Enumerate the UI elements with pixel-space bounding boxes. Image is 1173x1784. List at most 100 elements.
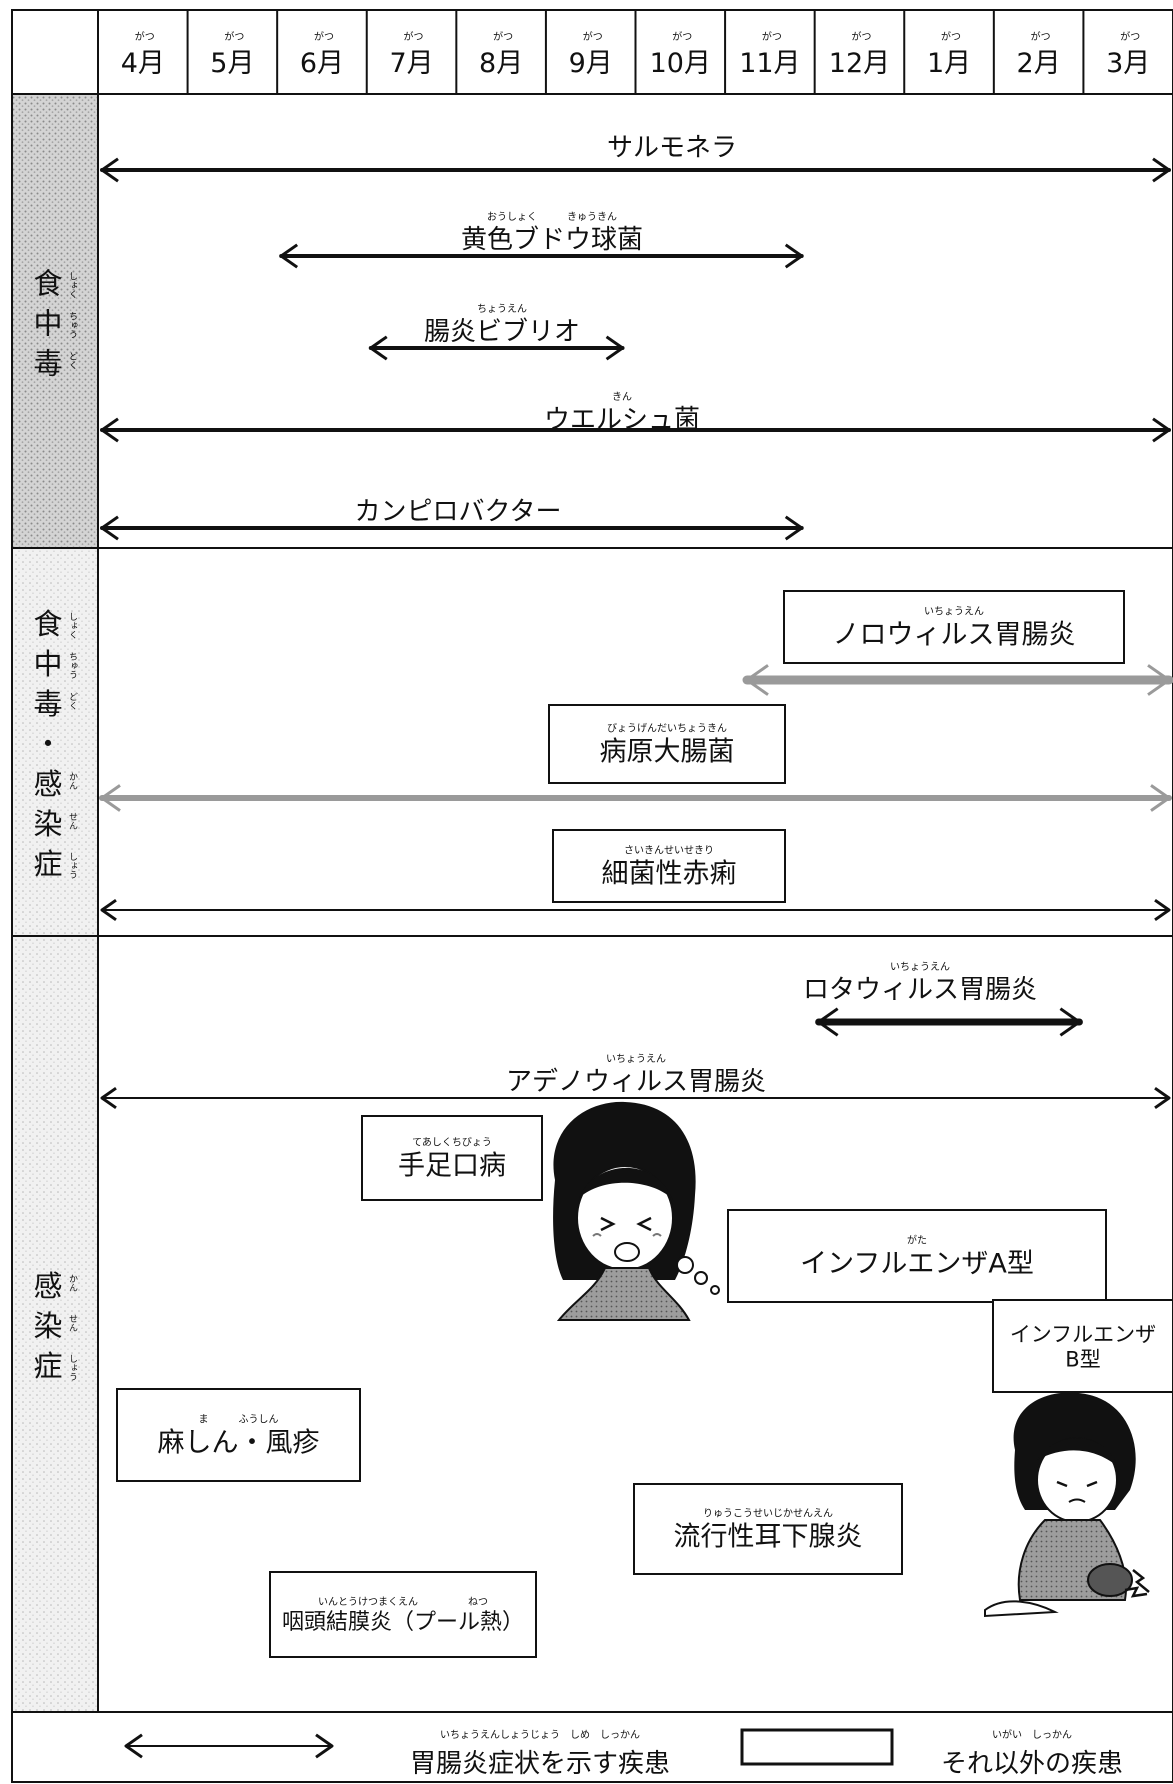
disease-ruby: いんとうけつまくえん ねつ: [318, 1596, 488, 1608]
category-bg-mixed: [12, 548, 98, 936]
arrow-7: [100, 898, 1171, 922]
month-label: 11月: [739, 48, 800, 79]
disease-name: 麻しん・風疹: [158, 1427, 320, 1458]
arrow-8: [815, 1007, 1083, 1037]
month-ruby: がつ: [762, 30, 782, 43]
month-label: 3月: [1106, 48, 1150, 79]
disease-box: [992, 1299, 1173, 1393]
month-ruby: がつ: [493, 30, 513, 43]
category-ruby: しょう: [67, 852, 77, 879]
category-char: 染: [33, 1309, 62, 1343]
disease-box: [361, 1115, 543, 1201]
month-label: 12月: [829, 48, 890, 79]
disease-ruby: がた: [907, 1233, 927, 1246]
category-ruby: ちゅう: [67, 652, 77, 679]
category-ruby: しょう: [67, 1354, 77, 1381]
disease-box: [548, 704, 786, 784]
arrow-6: [99, 784, 1172, 812]
category-char: 感: [33, 1269, 62, 1303]
category-column: 食しょく中ちゅう毒どく食しょく中ちゅう毒どく・感かん染せん症しょう感かん染せん症…: [33, 267, 77, 1384]
category-ruby: せん: [67, 1314, 78, 1332]
legend-arrow-ruby: いちょうえんしょうじょう しめ しっかん: [440, 1729, 640, 1741]
category-ruby: せん: [67, 812, 78, 830]
arrow-3: [100, 417, 1171, 443]
month-label: 4月: [121, 48, 165, 79]
disease-ruby: てあしくちびょう: [412, 1136, 492, 1148]
category-bg-food: [12, 94, 98, 548]
disease-name: サルモネラ: [607, 133, 737, 163]
arrow-1: [279, 243, 804, 269]
disease-box: [783, 590, 1125, 664]
disease-box: [552, 829, 786, 903]
month-ruby: がつ: [851, 30, 871, 43]
category-char: 感: [33, 767, 62, 801]
disease-box: [633, 1483, 903, 1575]
category-ruby: かん: [67, 772, 78, 790]
arrow-4: [100, 515, 804, 541]
disease-ruby: いちょうえん: [890, 961, 950, 973]
legend-arrow-label: 胃腸炎症状を示す疾患: [410, 1749, 670, 1779]
disease-box: [269, 1571, 537, 1658]
month-ruby: がつ: [1031, 30, 1051, 43]
disease-ruby: おうしょく きゅうきん: [487, 211, 617, 223]
month-label: 9月: [569, 48, 613, 79]
disease-ruby: いちょうえん: [606, 1053, 666, 1065]
disease-name: インフルエンザ: [1010, 1322, 1156, 1346]
month-label: 10月: [650, 48, 711, 79]
month-header: がつ4月がつ5月がつ6月がつ7月がつ8月がつ9月がつ10月がつ11月がつ12月が…: [121, 10, 1150, 94]
category-char: ・: [33, 727, 62, 761]
month-label: 1月: [927, 48, 971, 79]
disease-name: 黄色ブドウ球菌: [461, 225, 643, 255]
legend-box-ruby: いがい しっかん: [992, 1728, 1072, 1741]
category-ruby: しょく: [67, 612, 77, 639]
disease-ruby: ちょうえん: [477, 303, 527, 315]
arrow-2: [368, 335, 625, 361]
legend-box-label: それ以外の疾患: [941, 1749, 1123, 1779]
disease-ruby: りゅうこうせいじかせんえん: [703, 1507, 833, 1519]
disease-name: インフルエンザA型: [800, 1248, 1034, 1279]
disease-name: 細菌性赤痢: [602, 858, 737, 889]
disease-name: 病原大腸菌: [600, 736, 735, 767]
month-ruby: がつ: [583, 30, 603, 43]
disease-name: 腸炎ビブリオ: [424, 317, 580, 347]
category-char: 症: [33, 1349, 62, 1383]
disease-name: 流行性耳下腺炎: [674, 1521, 863, 1552]
month-label: 5月: [210, 48, 254, 79]
arrow-9: [100, 1086, 1171, 1110]
category-ruby: かん: [67, 1274, 78, 1292]
arrow-5: [742, 664, 1173, 696]
disease-name: 手足口病: [398, 1150, 506, 1181]
month-ruby: がつ: [672, 30, 692, 43]
disease-name: カンピロバクター: [355, 497, 562, 527]
month-ruby: がつ: [224, 30, 244, 43]
month-ruby: がつ: [314, 30, 334, 43]
arrow-0: [100, 157, 1171, 183]
month-label: 2月: [1017, 48, 1061, 79]
category-char: 中: [33, 647, 62, 681]
category-bg-infection: [12, 936, 98, 1712]
category-char: 毒: [33, 687, 62, 721]
disease-name: 咽頭結膜炎（プール熱）: [282, 1610, 524, 1635]
sick-girl-icon: [553, 1101, 720, 1321]
category-char: 染: [33, 807, 62, 841]
category-ruby: どく: [67, 351, 77, 369]
disease-ruby: さいきんせいせきり: [624, 844, 714, 856]
category-char: 毒: [33, 347, 62, 381]
disease-box: [116, 1388, 361, 1482]
disease-ruby: いちょうえん: [924, 605, 984, 617]
disease-ruby: きん: [612, 391, 632, 403]
month-ruby: がつ: [135, 30, 155, 43]
category-char: 食: [33, 267, 62, 301]
disease-name: ロタウィルス胃腸炎: [803, 975, 1037, 1005]
month-ruby: がつ: [404, 30, 424, 43]
month-ruby: がつ: [941, 30, 961, 43]
disease-name: アデノウィルス胃腸炎: [506, 1067, 766, 1097]
category-ruby: しょく: [67, 271, 77, 298]
disease-ruby: びょうげんだいちょうきん: [607, 722, 727, 734]
disease-name: B型: [1065, 1347, 1100, 1371]
legend-box: [740, 1728, 894, 1766]
category-char: 食: [33, 607, 62, 641]
